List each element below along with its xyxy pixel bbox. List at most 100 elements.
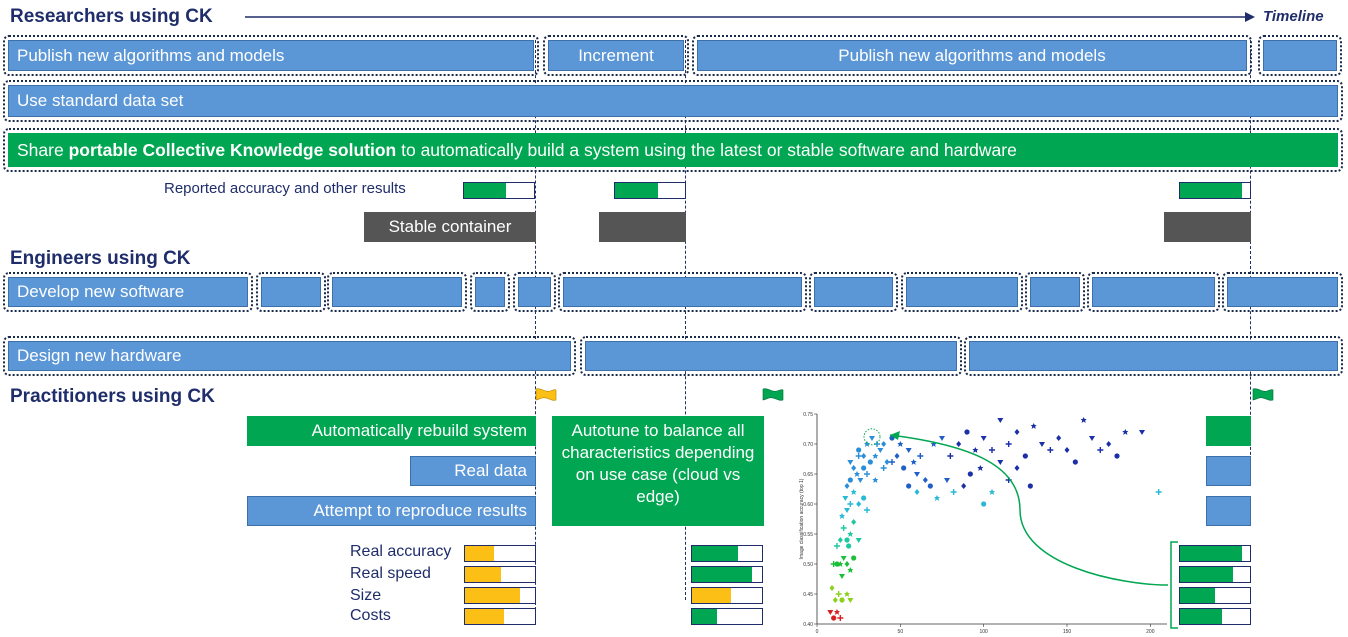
data-point (847, 531, 854, 537)
software-box-6 (563, 277, 802, 307)
tuned-speed-bar (691, 566, 763, 583)
hardware-box-3 (969, 341, 1338, 371)
data-point (1030, 423, 1037, 429)
stable-container-box: Stable container (364, 212, 536, 242)
real-accuracy-bar (464, 545, 536, 562)
real-data-box: Real data (410, 456, 536, 486)
final-rebuild-box (1206, 416, 1251, 446)
real-size-fill (465, 588, 520, 603)
software-box-4 (475, 277, 505, 307)
real-costs-bar (464, 608, 536, 625)
data-point (997, 460, 1004, 465)
y-tick-label: 0.55 (803, 532, 813, 538)
x-tick-label: 100 (979, 629, 988, 635)
tuned-size-bar (691, 587, 763, 604)
data-point (850, 489, 857, 495)
data-point (842, 496, 849, 501)
data-point (832, 597, 838, 603)
data-point (944, 478, 950, 483)
autotune-box: Autotune to balance all characteristics … (552, 416, 764, 526)
data-point (917, 453, 924, 459)
data-point (847, 598, 854, 603)
data-point (861, 495, 867, 501)
yellow-flag-icon (535, 388, 557, 401)
container-box-3 (1164, 212, 1251, 242)
data-point (856, 447, 862, 453)
final-costs-bar (1179, 608, 1251, 625)
data-point (834, 609, 840, 615)
x-tick-label: 0 (816, 629, 819, 635)
data-point (1014, 465, 1020, 471)
data-point (864, 441, 870, 447)
data-point (901, 465, 907, 471)
data-point (964, 429, 970, 435)
share-text-post: to automatically build a system using th… (396, 139, 1017, 160)
data-point (997, 418, 1004, 423)
hardware-box-2 (585, 341, 957, 371)
software-frame-5 (513, 272, 556, 312)
publish-box-3 (1263, 40, 1337, 71)
data-point (844, 483, 850, 489)
data-point (844, 508, 850, 513)
reported-label: Reported accuracy and other results (164, 180, 406, 197)
metric-label-accuracy: Real accuracy (350, 543, 452, 560)
timeline-arrow (245, 12, 1255, 22)
publish-box-1: Publish new algorithms and models (8, 40, 534, 71)
publish-frame-2 (692, 35, 1252, 76)
data-point (989, 489, 995, 495)
y-tick-label: 0.65 (803, 472, 813, 478)
data-point (934, 495, 940, 501)
data-point (1039, 442, 1045, 447)
milestone-line-3 (1250, 40, 1251, 480)
data-point (922, 477, 928, 483)
data-point (972, 447, 979, 453)
data-point (967, 471, 973, 477)
optimum-link-curve (889, 431, 1169, 586)
y-tick-label: 0.70 (803, 442, 813, 448)
y-tick-label: 0.60 (803, 502, 813, 508)
y-tick-label: 0.50 (803, 562, 813, 568)
software-frame-4 (470, 272, 510, 312)
data-point (835, 591, 842, 597)
share-box: Share portable Collective Knowledge solu… (8, 133, 1338, 167)
data-point (856, 501, 862, 507)
data-point (956, 441, 962, 447)
data-point (1072, 459, 1078, 465)
real-size-bar (464, 587, 536, 604)
data-point (905, 448, 912, 453)
final-speed-bar (1179, 566, 1251, 583)
data-point (1005, 441, 1012, 447)
data-point (897, 441, 904, 447)
data-point (980, 436, 987, 441)
share-frame (3, 128, 1343, 172)
real-speed-fill (465, 567, 502, 582)
milestone-line-2 (685, 40, 686, 600)
data-point (894, 453, 900, 459)
reproduce-box: Attempt to reproduce results (247, 496, 536, 526)
software-box-11 (1227, 277, 1338, 307)
reported-bar-1 (463, 182, 535, 199)
software-box-10 (1092, 277, 1215, 307)
reported-bar-3-fill (1180, 183, 1242, 198)
metric-label-speed: Real speed (350, 565, 431, 582)
tuned-speed-fill (692, 567, 752, 582)
tuned-costs-fill (692, 609, 717, 624)
reported-bar-1-fill (464, 183, 506, 198)
data-point (961, 483, 967, 489)
data-point (977, 465, 984, 471)
container-box-2 (599, 212, 686, 242)
y-axis-label: Image classification accuracy (top 1) (799, 478, 805, 559)
hardware-frame-3 (964, 336, 1343, 376)
data-point (857, 478, 864, 483)
publish-frame-1 (3, 35, 539, 76)
data-point (840, 556, 847, 561)
data-point (1027, 483, 1033, 489)
software-box-3 (332, 277, 462, 307)
researchers-heading: Researchers using CK (10, 6, 213, 27)
dataset-frame (3, 80, 1343, 122)
software-frame-6 (558, 272, 807, 312)
data-point (1097, 447, 1104, 453)
software-box-8 (906, 277, 1018, 307)
data-point (1022, 453, 1028, 459)
data-point (914, 489, 920, 495)
